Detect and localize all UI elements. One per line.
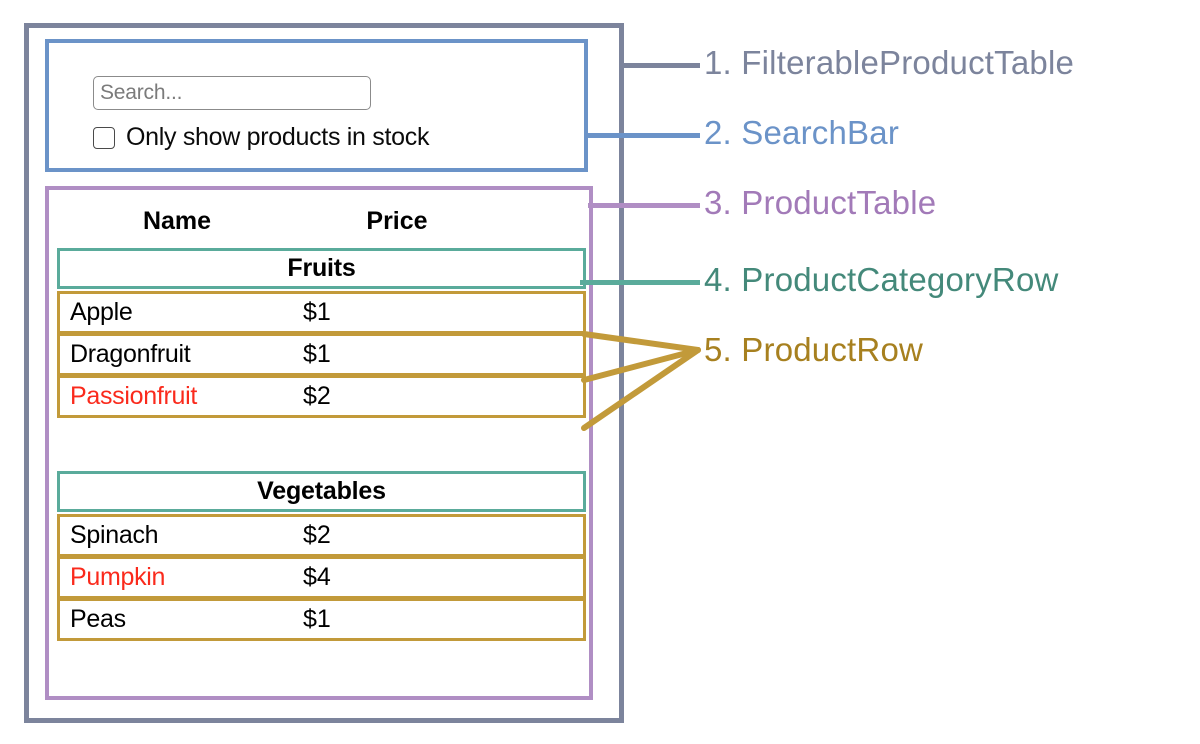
table-row[interactable]: Dragonfruit $1 <box>57 333 586 376</box>
product-name: Peas <box>70 605 126 633</box>
product-price: $4 <box>303 563 331 591</box>
leader-line-3 <box>588 203 700 208</box>
column-header-price: Price <box>366 206 428 235</box>
table-row[interactable]: Spinach $2 <box>57 514 586 557</box>
product-name: Passionfruit <box>70 382 198 410</box>
annotation-label-3: 3. ProductTable <box>704 184 937 221</box>
product-group-fruits: Fruits Apple $1 Dragonfruit $1 Passionfr… <box>57 248 586 418</box>
column-header-name: Name <box>142 206 212 235</box>
product-price: $2 <box>303 521 331 549</box>
annotation-label-5: 5. ProductRow <box>704 331 924 368</box>
product-name: Apple <box>70 298 133 326</box>
annotation-label-4: 4. ProductCategoryRow <box>704 261 1059 298</box>
table-row[interactable]: Peas $1 <box>57 598 586 641</box>
in-stock-checkbox-label: Only show products in stock <box>126 123 430 151</box>
table-row[interactable]: Pumpkin $4 <box>57 556 586 599</box>
product-price: $1 <box>303 605 331 633</box>
product-category-label: Fruits <box>287 254 356 282</box>
annotation-label-1: 1. FilterableProductTable <box>704 44 1075 81</box>
product-name: Spinach <box>70 521 159 549</box>
product-table-frame: Name Price Fruits Apple $1 Dragonfruit $… <box>45 186 593 700</box>
product-category-label: Vegetables <box>257 477 386 505</box>
leader-line-2 <box>588 133 700 138</box>
leader-line-4 <box>580 280 700 285</box>
product-group-vegetables: Vegetables Spinach $2 Pumpkin $4 Peas $1 <box>57 471 586 641</box>
product-table-header: Name Price <box>57 200 577 242</box>
product-price: $1 <box>303 340 331 368</box>
checkbox-icon[interactable] <box>93 126 115 149</box>
search-input-placeholder: Search... <box>100 81 183 104</box>
product-price: $2 <box>303 382 331 410</box>
leader-line-5-fan <box>581 331 701 431</box>
product-name: Dragonfruit <box>70 340 191 368</box>
search-input[interactable]: Search... <box>93 76 371 110</box>
product-name: Pumpkin <box>70 563 166 591</box>
table-row[interactable]: Passionfruit $2 <box>57 375 586 418</box>
product-price: $1 <box>303 298 331 326</box>
table-row[interactable]: Apple $1 <box>57 291 586 334</box>
product-category-row: Fruits <box>57 248 586 289</box>
in-stock-checkbox-row[interactable]: Only show products in stock <box>93 123 429 152</box>
search-bar-frame: Search... Only show products in stock <box>45 39 588 172</box>
annotation-label-2: 2. SearchBar <box>704 114 900 151</box>
product-category-row: Vegetables <box>57 471 586 512</box>
leader-line-1 <box>622 63 700 68</box>
